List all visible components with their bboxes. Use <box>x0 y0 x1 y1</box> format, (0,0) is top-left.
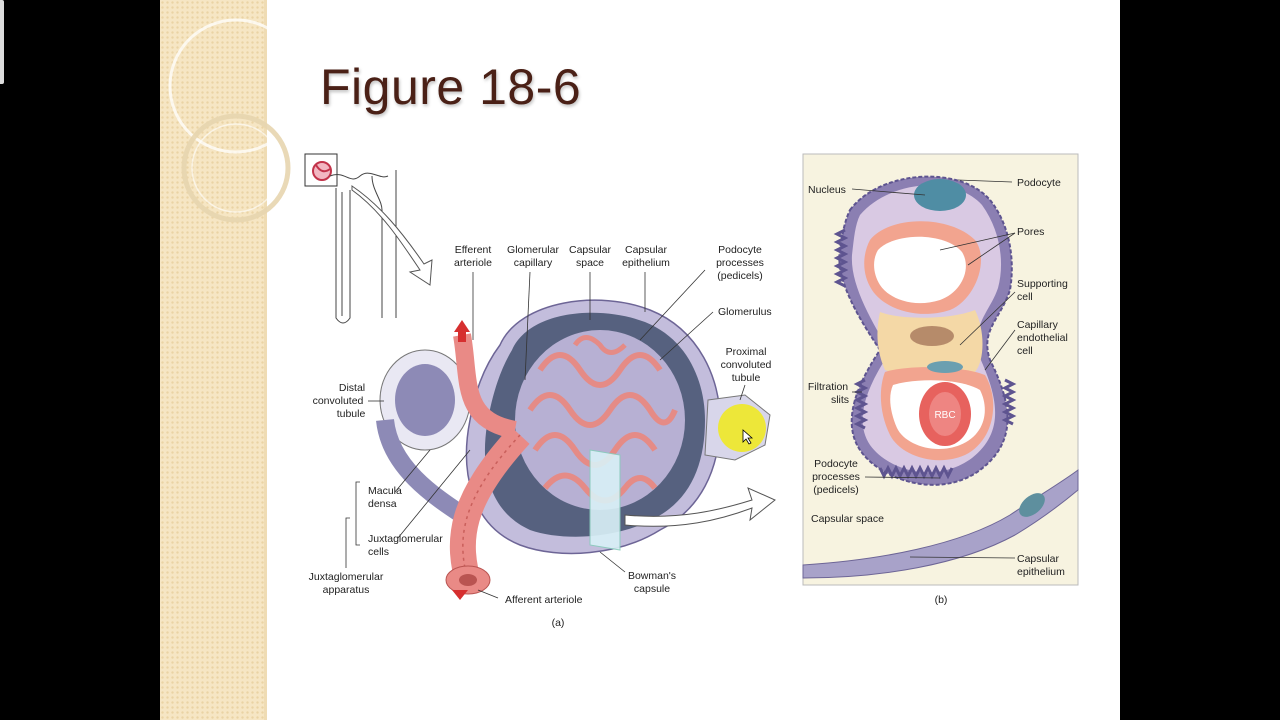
label-proximal-tubule-2: convoluted <box>721 359 772 371</box>
label-podocyte-pedicels-3: (pedicels) <box>813 484 859 496</box>
label-capsular-space-1: Capsular <box>569 244 612 256</box>
label-capsular-epithelium-b-2: epithelium <box>1017 566 1065 578</box>
label-jg-cells-2: cells <box>368 546 389 558</box>
label-jg-apparatus-1: Juxtaglomerular <box>309 571 384 583</box>
label-filtration-slits-2: slits <box>831 394 849 406</box>
label-capsular-space-2: space <box>576 257 604 269</box>
label-glomerular-capillary-1: Glomerular <box>507 244 559 256</box>
label-distal-tubule-1: Distal <box>339 382 365 394</box>
label-distal-tubule-2: convoluted <box>313 395 364 407</box>
caption-a: (a) <box>552 617 565 629</box>
label-bowmans-capsule-2: capsule <box>634 583 670 595</box>
right-letterbox <box>1120 0 1280 720</box>
label-proximal-tubule-3: tubule <box>732 372 761 384</box>
label-afferent-arteriole: Afferent arteriole <box>505 594 583 606</box>
left-letterbox <box>0 0 160 720</box>
decorative-circles <box>168 18 304 223</box>
label-jg-apparatus-2: apparatus <box>323 584 370 596</box>
label-podocyte-pedicels-1: Podocyte <box>814 458 858 470</box>
slide-title: Figure 18-6 <box>320 59 582 115</box>
band-edge <box>264 0 267 720</box>
label-proximal-tubule-1: Proximal <box>726 346 767 358</box>
label-jg-cells-1: Juxtaglomerular <box>368 533 443 545</box>
label-rbc: RBC <box>934 410 955 421</box>
label-bowmans-capsule-1: Bowman's <box>628 570 676 582</box>
labels-b: Nucleus Podocyte Pores Supporting cell C… <box>808 177 1068 606</box>
labels-a: Efferent arteriole Glomerular capillary … <box>309 244 772 629</box>
arterioles <box>445 320 530 600</box>
label-glomerular-capillary-2: capillary <box>514 257 553 269</box>
label-efferent-arteriole-1: Efferent <box>455 244 492 256</box>
label-pores: Pores <box>1017 226 1044 238</box>
pointer-icon <box>742 429 754 445</box>
side-handle[interactable] <box>0 0 4 84</box>
label-capsular-epithelium-2: epithelium <box>622 257 670 269</box>
label-capillary-endothelial-2: endothelial <box>1017 332 1068 344</box>
label-podocyte-processes-3: (pedicels) <box>717 270 763 282</box>
label-macula-densa-1: Macula <box>368 485 402 497</box>
leader-lines-b <box>851 179 1016 559</box>
label-macula-densa-2: densa <box>368 498 397 510</box>
label-capsular-space-b: Capsular space <box>811 513 884 525</box>
label-capsular-epithelium-b-1: Capsular <box>1017 553 1060 565</box>
glomerulus <box>515 330 685 510</box>
label-supporting-cell-1: Supporting <box>1017 278 1068 290</box>
leader-lines-a <box>345 269 746 599</box>
label-filtration-slits-1: Filtration <box>808 381 848 393</box>
nephron-thumbnail <box>304 153 433 324</box>
label-nucleus: Nucleus <box>808 184 846 196</box>
cursor-highlight <box>718 404 766 452</box>
label-capillary-endothelial-1: Capillary <box>1017 319 1059 331</box>
label-capillary-endothelial-3: cell <box>1017 345 1033 357</box>
label-podocyte-pedicels-2: processes <box>812 471 860 483</box>
label-podocyte-processes-2: processes <box>716 257 764 269</box>
label-podocyte-processes-1: Podocyte <box>718 244 762 256</box>
label-distal-tubule-3: tubule <box>337 408 366 420</box>
label-podocyte: Podocyte <box>1017 177 1061 189</box>
label-efferent-arteriole-2: arteriole <box>454 257 492 269</box>
label-supporting-cell-2: cell <box>1017 291 1033 303</box>
caption-b: (b) <box>935 594 948 606</box>
label-glomerulus: Glomerulus <box>718 306 772 318</box>
label-capsular-epithelium-1: Capsular <box>625 244 668 256</box>
